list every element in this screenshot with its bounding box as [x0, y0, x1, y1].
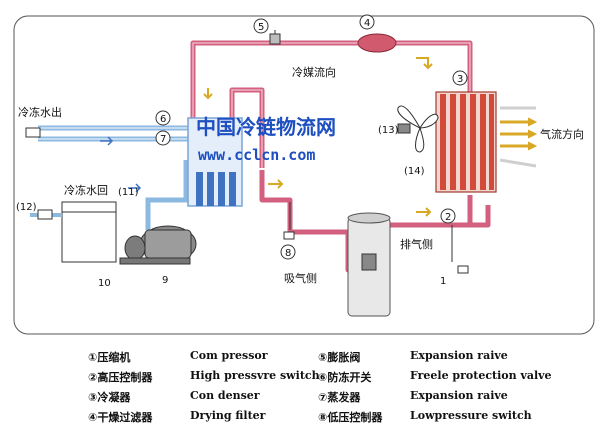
legend-en: High pressvre switch — [190, 369, 320, 382]
fan-motor-icon — [397, 123, 411, 134]
legend-cn: ③冷凝器 — [88, 391, 131, 404]
legend-en: Con denser — [190, 389, 260, 402]
callout-numbers: 5 4 3 2 1 6 7 8 9 10 (11) (12) (13) (14) — [16, 14, 468, 289]
callout-11: (11) — [118, 187, 139, 198]
callout-3: 3 — [457, 74, 463, 85]
legend-en: Freele protection valve — [410, 369, 552, 382]
callout-1: 1 — [440, 276, 446, 287]
legend-row: ④干燥过滤器 Drying filter ⑧低压控制器 Lowpressure … — [0, 409, 608, 427]
legend-row: ②高压控制器 High pressvre switch ⑥防冻开关 Freele… — [0, 369, 608, 387]
legend-row: ①压缩机 Com pressor ⑤膨胀阀 Expansion raive — [0, 349, 608, 367]
label-discharge: 排气侧 — [400, 237, 433, 251]
callout-10: 10 — [98, 278, 111, 289]
fan-icon — [397, 105, 439, 153]
high-pressure-switch-icon — [451, 225, 469, 274]
water-pump — [119, 225, 197, 265]
label-airflow: 气流方向 — [540, 127, 584, 141]
watermark-cn: 中国冷链物流网 — [196, 115, 336, 139]
legend-en: Drying filter — [190, 409, 266, 422]
legend-en: Expansion raive — [410, 349, 508, 362]
low-pressure-switch-icon — [283, 202, 295, 240]
water-out-valve-icon — [25, 127, 41, 138]
legend: ①压缩机 Com pressor ⑤膨胀阀 Expansion raive ②高… — [0, 345, 608, 431]
label-suction: 吸气侧 — [284, 271, 317, 285]
callout-8: 8 — [285, 248, 291, 259]
compressor — [347, 212, 391, 317]
outer-frame — [13, 15, 595, 335]
label-water-return: 冷冻水回 — [64, 183, 108, 197]
legend-cn: ④干燥过滤器 — [88, 411, 153, 424]
evaporator — [187, 117, 243, 207]
callout-4: 4 — [364, 18, 370, 29]
legend-en: Expansion raive — [410, 389, 508, 402]
flow-arrows — [100, 57, 433, 217]
label-water-out: 冷冻水出 — [18, 105, 62, 119]
dryer-filter — [357, 33, 397, 53]
watermark-url: www.cclcn.com — [198, 146, 315, 164]
callout-5: 5 — [258, 22, 264, 33]
legend-cn: ①压缩机 — [88, 351, 131, 364]
legend-cn: ②高压控制器 — [88, 371, 153, 384]
callout-13: (13) — [378, 125, 399, 136]
callout-7: 7 — [160, 134, 166, 145]
refrigeration-diagram: 中国冷链物流网 www.cclcn.com 冷冻水出 冷冻水回 冷媒流向 气流方… — [13, 14, 595, 335]
airflow-arrows — [499, 106, 538, 168]
legend-row: ③冷凝器 Con denser ⑦蒸发器 Expansion raive — [0, 389, 608, 407]
callout-12: (12) — [16, 202, 37, 213]
condenser — [435, 91, 497, 193]
expansion-valve-icon — [269, 30, 281, 45]
legend-en: Lowpressure switch — [410, 409, 532, 422]
legend-cn: ⑧低压控制器 — [318, 411, 383, 424]
legend-cn: ⑤膨胀阀 — [318, 351, 361, 364]
water-tank — [61, 201, 117, 263]
callout-2: 2 — [445, 212, 451, 223]
callout-9: 9 — [162, 275, 168, 286]
callout-6: 6 — [160, 114, 166, 125]
water-return-valve-icon — [37, 209, 53, 220]
legend-cn: ⑦蒸发器 — [318, 391, 361, 404]
legend-en: Com pressor — [190, 349, 268, 362]
callout-14: (14) — [404, 166, 425, 177]
label-refrigerant-flow: 冷媒流向 — [292, 65, 336, 79]
legend-cn: ⑥防冻开关 — [318, 371, 372, 384]
